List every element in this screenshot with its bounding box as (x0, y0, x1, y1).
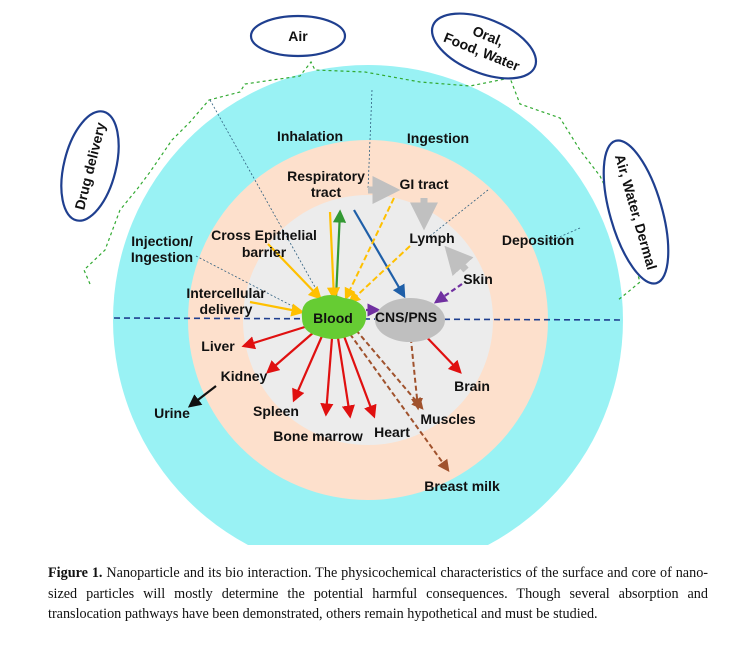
source-drug-ellipse (60, 110, 120, 222)
respiratory-tract-label-line2: tract (311, 184, 342, 200)
divider-line (113, 317, 623, 321)
arrow-respiratory-to-blood (326, 211, 341, 301)
lymph-label: Lymph (409, 230, 454, 246)
nanoparticle-interaction-diagram: Air Oral, Food, Water Drug delivery Air,… (60, 12, 670, 545)
source-dermal-ellipse (602, 139, 670, 285)
source-oral-ellipse (430, 12, 538, 80)
inner-disc (243, 195, 493, 445)
arrow-lymph-to-blood (348, 245, 411, 304)
arrow-gi-to-blood (344, 197, 395, 301)
arrow-blood-to-bone-marrow-2 (336, 337, 355, 419)
blood-node (301, 295, 367, 339)
intercellular-label-line1: Intercellular (186, 285, 266, 301)
heart-label: Heart (374, 424, 410, 440)
arrow-cns-to-muscles (409, 329, 423, 411)
figure-caption: Figure 1. Nanoparticle and its bio inter… (48, 563, 708, 625)
route-injection-label-line1: Injection/ (131, 233, 193, 249)
intercellular-label-line2: delivery (200, 301, 253, 317)
respiratory-tract-label-line1: Respiratory (287, 168, 365, 184)
caption-label: Figure 1. (48, 565, 103, 581)
arrow-intercellular-to-blood (249, 300, 305, 317)
cns-pns-label: CNS/PNS (375, 309, 437, 325)
route-deposition-label: Deposition (502, 232, 574, 248)
arrow-blood-to-heart (342, 335, 377, 419)
bone-marrow-label: Bone marrow (273, 428, 363, 444)
arrow-blood-to-muscles (355, 329, 424, 410)
cross-epithelial-label-line1: Cross Epithelial (211, 227, 317, 243)
arrow-blood-to-kidney (266, 331, 315, 374)
arrow-blood-to-liver (241, 324, 309, 350)
arrow-cross-barrier-to-blood (267, 243, 322, 300)
leader-lines (195, 89, 581, 311)
spleen-label: Spleen (253, 403, 299, 419)
urine-label: Urine (154, 405, 190, 421)
source-air-ellipse (249, 14, 347, 58)
brain-label: Brain (454, 378, 490, 394)
source-bracket (83, 60, 641, 301)
arrow-blood-to-breast-milk (349, 333, 450, 472)
blood-label: Blood (313, 310, 353, 326)
route-ingestion-label: Ingestion (407, 130, 469, 146)
arrow-respiratory-to-cns (353, 209, 406, 299)
liver-label: Liver (201, 338, 235, 354)
arrow-kidney-to-urine (187, 385, 217, 408)
arrow-blood-to-bone-marrow (320, 337, 334, 417)
cross-epithelial-label-line2: barrier (242, 244, 287, 260)
arrow-blood-to-spleen (292, 335, 324, 403)
kidney-label: Kidney (221, 368, 268, 384)
route-inhalation-label: Inhalation (277, 128, 343, 144)
source-air-label: Air (288, 28, 308, 44)
gi-tract-label: GI tract (399, 176, 448, 192)
route-injection-label-line2: Ingestion (131, 249, 193, 265)
cns-node (375, 298, 445, 342)
skin-label: Skin (463, 271, 493, 287)
arrow-skin-to-cns (433, 283, 463, 304)
arrow-blood-to-respiratory (332, 209, 347, 299)
caption-text: Nanoparticle and its bio interaction. Th… (48, 565, 709, 622)
breast-milk-label: Breast milk (424, 478, 500, 494)
arrow-skin-to-lymph (444, 245, 474, 276)
muscles-label: Muscles (420, 411, 475, 427)
